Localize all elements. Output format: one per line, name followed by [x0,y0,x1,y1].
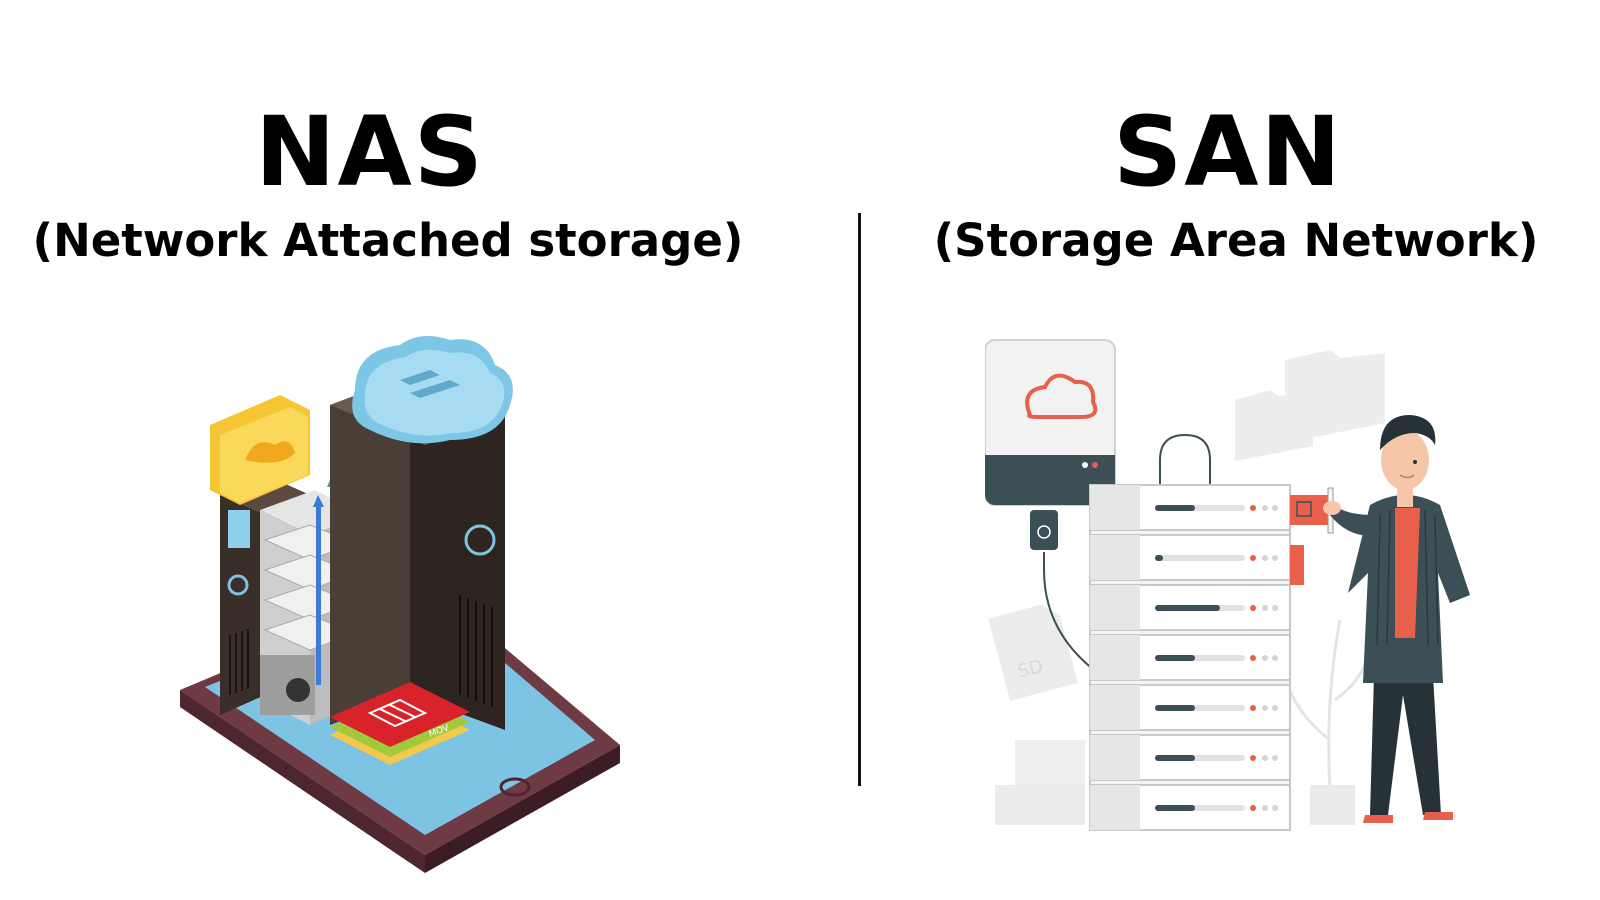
nas-title: NAS [255,96,485,208]
nas-server-cloud-illustration-icon: MOV [180,336,620,873]
san-title: SAN [1113,96,1343,208]
nas-column: NAS (Network Attached storage) [32,96,744,267]
nas-subtitle: (Network Attached storage) [32,214,744,267]
san-server-rack-illustration-icon: SD [985,339,1470,831]
san-column: SAN (Storage Area Network) [800,0,1600,900]
column-divider [858,213,861,786]
san-subtitle: (Storage Area Network) [933,214,1539,267]
